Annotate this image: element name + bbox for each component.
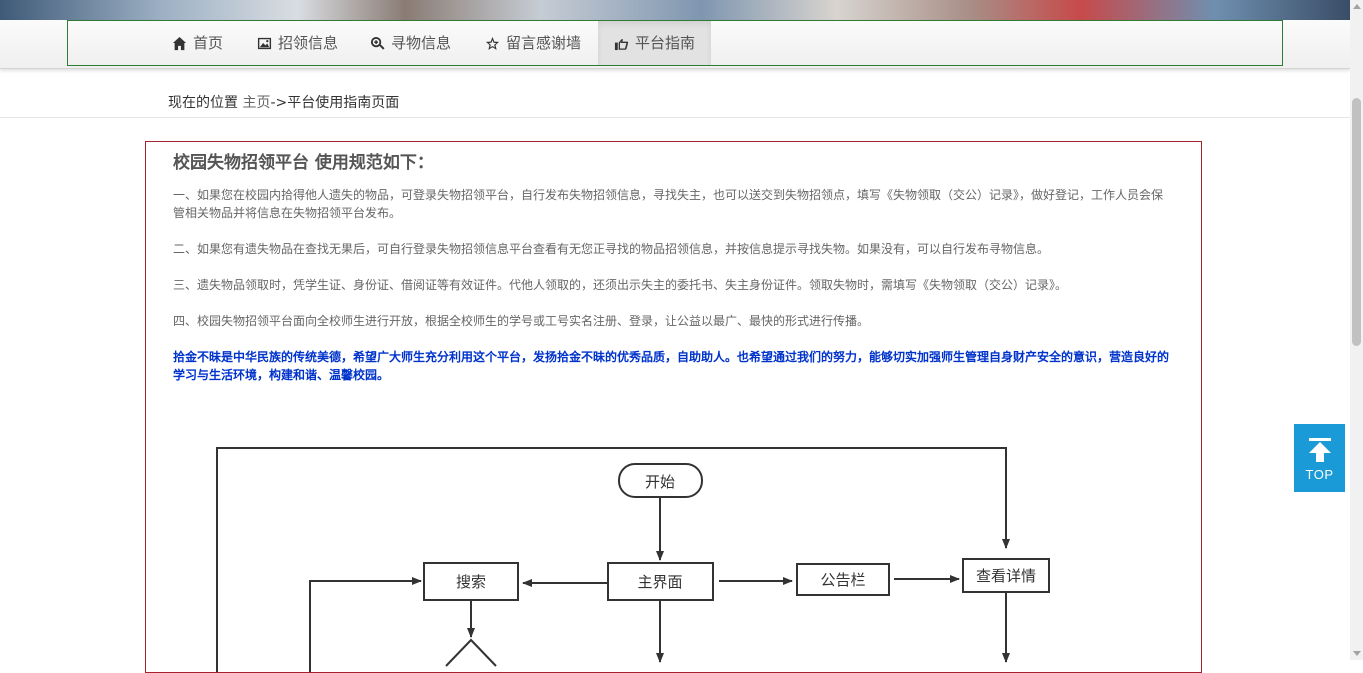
flow-node-detail [962,558,1050,593]
flow-node-main [607,562,714,601]
main-navbar: 首页 招领信息 寻物信息 留言感谢墙 平台指南 [0,20,1350,69]
guide-paragraph-4: 四、校园失物招领平台面向全校师生进行开放，根据全校师生的学号或工号实名注册、登录… [173,314,870,328]
scroll-thumb[interactable] [1352,98,1361,346]
nav-item-platform-guide-label: 平台指南 [635,34,696,52]
hand-pointer-icon [614,38,629,50]
navbar-container: 首页 招领信息 寻物信息 留言感谢墙 平台指南 [67,20,1283,66]
breadcrumb-home-link[interactable]: 主页 [242,95,271,111]
nav-item-found-info-label: 招领信息 [278,34,339,52]
nav-item-lost-info[interactable]: 寻物信息 [370,21,451,65]
flow-node-start [618,463,703,498]
flow-node-search [423,562,519,601]
breadcrumb-current: ->平台使用指南页面 [270,95,400,111]
flow-node-main-label: 主界面 [637,573,682,591]
flow-loop-outer [216,447,1010,672]
home-icon [172,36,187,50]
guide-content-panel: 校园失物招领平台 使用规范如下： 一、如果您在校园内拾得他人遗失的物品，可登录失… [145,141,1202,673]
flow-loop-inner [309,577,422,672]
star-icon [485,36,500,50]
usage-flowchart: 开始 主界面 搜索 公告栏 查看详情 [216,447,1050,672]
guide-paragraph-3: 三、遗失物品领取时，凭学生证、身份证、借阅证等有效证件。代他人领取的，还须出示失… [173,278,1068,292]
magnifier-icon [370,36,385,50]
breadcrumb-prefix: 现在的位置 [168,95,238,111]
guide-title: 校园失物招领平台 使用规范如下： [173,153,434,173]
back-to-top-button[interactable]: TOP [1294,424,1345,492]
breadcrumb: 现在的位置 主页->平台使用指南页面 [168,92,399,112]
back-to-top-label: TOP [1305,466,1334,482]
nav-item-found-info[interactable]: 招领信息 [257,21,338,65]
arrow-up-icon [1308,437,1331,462]
guide-paragraph-2: 二、如果您有遗失物品在查找无果后，可自行登录失物招领信息平台查看有无您正寻找的物… [173,242,1050,256]
scroll-up-arrow-icon[interactable] [1353,4,1361,9]
page-scrollbar[interactable] [1350,0,1363,660]
header-banner-image [0,0,1350,20]
guide-paragraph-1: 一、如果您在校园内拾得他人遗失的物品，可登录失物招领平台，自行发布失物招领信息，… [173,188,1164,220]
flow-node-notice [796,563,890,596]
nav-item-lost-info-label: 寻物信息 [391,34,452,52]
guide-emphasis: 拾金不昧是中华民族的传统美德，希望广大师生充分利用这个平台，发扬拾金不昧的优秀品… [173,350,1170,382]
flow-node-start-label: 开始 [645,473,675,491]
nav-item-thanks-wall[interactable]: 留言感谢墙 [485,21,581,65]
flow-node-notice-label: 公告栏 [820,571,865,589]
nav-item-platform-guide[interactable]: 平台指南 [598,21,712,65]
scroll-down-arrow-icon[interactable] [1353,651,1361,656]
flow-node-detail-label: 查看详情 [976,567,1036,585]
section-divider [0,117,1350,118]
nav-item-home-label: 首页 [193,34,224,52]
nav-item-home[interactable]: 首页 [172,21,223,65]
nav-item-thanks-wall-label: 留言感谢墙 [506,34,582,52]
picture-icon [257,37,272,49]
flow-node-search-label: 搜索 [456,573,486,591]
flow-decision-diamond [445,638,497,667]
